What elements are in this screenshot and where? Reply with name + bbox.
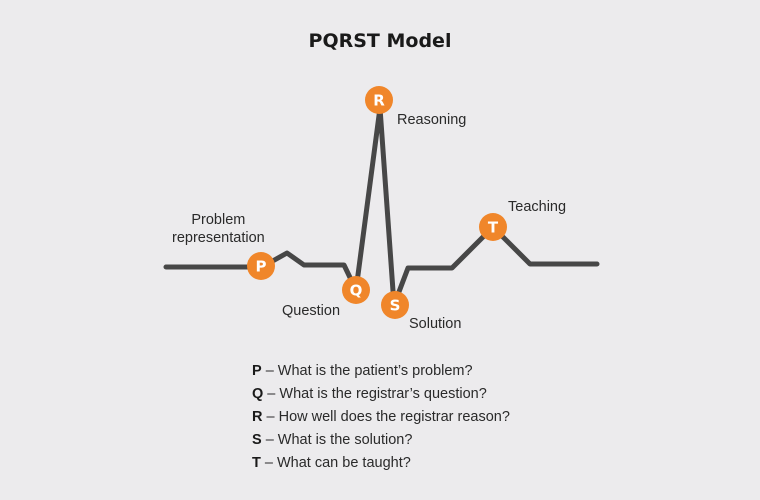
legend-text: – What is the registrar’s question?	[263, 386, 487, 402]
legend-item: Q – What is the registrar’s question?	[252, 383, 510, 406]
marker-s-circle	[381, 291, 409, 319]
legend-text: – What can be taught?	[260, 455, 411, 471]
label-problem-representation: Problem representation	[172, 212, 265, 246]
marker-t: T	[479, 213, 507, 241]
marker-q-letter: Q	[350, 282, 363, 300]
label-question: Question	[282, 303, 341, 319]
legend-item: R – How well does the registrar reason?	[252, 406, 510, 429]
legend-text: – What is the solution?	[261, 432, 413, 448]
label-teaching: Teaching	[508, 199, 567, 215]
legend-item: P – What is the patient’s problem?	[252, 360, 510, 383]
legend-item: S – What is the solution?	[252, 429, 510, 452]
marker-t-letter: T	[488, 219, 499, 237]
legend-text: – What is the patient’s problem?	[261, 363, 473, 379]
legend-key: R	[252, 409, 263, 425]
marker-p: P	[247, 252, 275, 280]
marker-r-letter: R	[373, 92, 385, 110]
legend-list: P – What is the patient’s problem? Q – W…	[252, 360, 510, 475]
marker-r: R	[365, 86, 393, 114]
label-solution: Solution	[409, 316, 462, 332]
diagram-title: PQRST Model	[308, 30, 452, 52]
label-reasoning: Reasoning	[397, 112, 467, 128]
marker-t-circle	[479, 213, 507, 241]
marker-s: S	[381, 291, 409, 319]
marker-q-circle	[342, 276, 370, 304]
legend-key: S	[252, 432, 262, 448]
legend-key: T	[252, 455, 261, 471]
marker-q: Q	[342, 276, 370, 304]
legend-key: P	[252, 363, 262, 379]
legend-key: Q	[252, 386, 264, 402]
marker-p-circle	[247, 252, 275, 280]
legend-text: – How well does the registrar reason?	[262, 409, 510, 425]
legend-item: T – What can be taught?	[252, 452, 510, 475]
marker-r-circle	[365, 86, 393, 114]
marker-p-letter: P	[256, 258, 267, 276]
marker-s-letter: S	[390, 297, 401, 315]
